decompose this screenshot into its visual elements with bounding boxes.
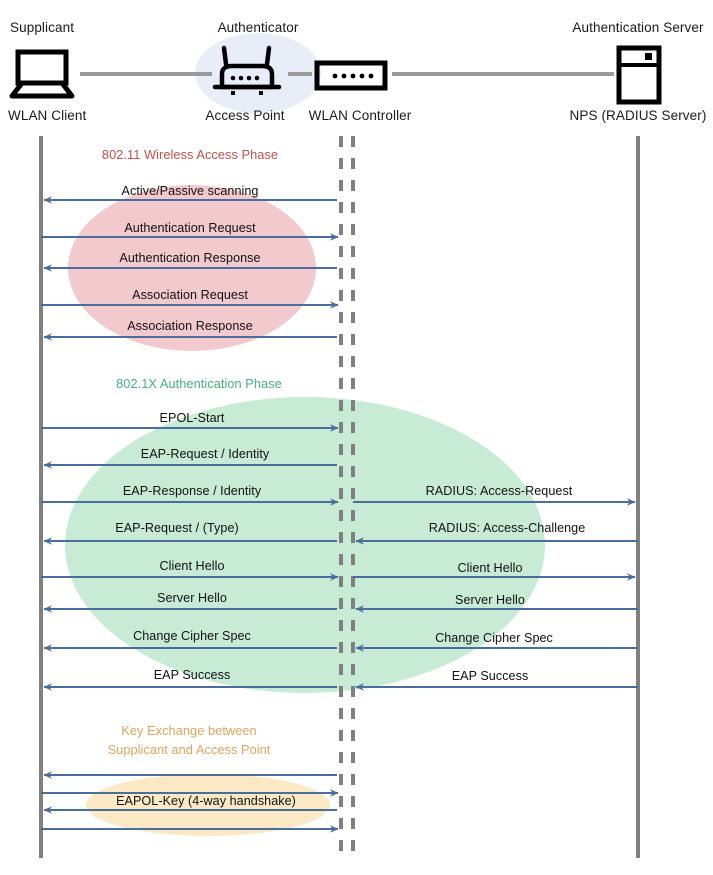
phase-key-exchange-ellipse: [86, 774, 330, 836]
message-arrows: [41, 196, 638, 833]
laptop-icon: [9, 49, 75, 99]
phase-label-key-exchange: Key Exchange between Supplicant and Acce…: [108, 722, 271, 759]
message-label-eapol-key: EAPOL-Key (4-way handshake): [116, 794, 296, 808]
message-label-server-hello-left: Server Hello: [157, 591, 227, 605]
phase-label-key-exchange-line1: Key Exchange between: [121, 723, 257, 738]
message-label-eap-response-identity: EAP-Response / Identity: [122, 484, 262, 498]
message-label-eap-request-identity: EAP-Request / Identity: [140, 447, 270, 461]
message-label-change-cipher-spec-right: Change Cipher Spec: [435, 631, 553, 645]
access-point-icon: [212, 45, 282, 95]
message-label-client-hello-right: Client Hello: [457, 561, 523, 575]
node-caption-wlan-client: WLAN Client: [8, 108, 87, 123]
role-label-authenticator: Authenticator: [217, 20, 299, 35]
message-label-client-hello-left: Client Hello: [159, 559, 225, 573]
message-label-radius-access-challenge: RADIUS: Access-Challenge: [428, 521, 586, 535]
server-icon: [616, 45, 662, 105]
message-label-association-request: Association Request: [132, 288, 248, 302]
message-label-eap-success-left: EAP Success: [153, 668, 231, 682]
phase-label-802-11: 802.11 Wireless Access Phase: [101, 147, 279, 162]
message-label-active-passive-scanning: Active/Passive scanning: [121, 184, 259, 198]
node-caption-access-point: Access Point: [205, 108, 285, 123]
message-label-change-cipher-spec-left: Change Cipher Spec: [133, 629, 251, 643]
phase-label-key-exchange-line2: Supplicant and Access Point: [107, 741, 271, 757]
message-label-eap-success-right: EAP Success: [451, 669, 529, 683]
message-label-eap-request-type: EAP-Request / (Type): [115, 521, 239, 535]
message-label-server-hello-right: Server Hello: [455, 593, 525, 607]
message-label-authentication-request: Authentication Request: [124, 221, 256, 235]
node-caption-nps-radius-server: NPS (RADIUS Server): [569, 108, 707, 123]
role-label-supplicant: Supplicant: [10, 20, 75, 35]
message-label-authentication-response: Authentication Response: [119, 251, 261, 265]
node-caption-wlan-controller: WLAN Controller: [308, 108, 412, 123]
message-label-epol-start: EPOL-Start: [159, 411, 225, 425]
role-label-authentication-server: Authentication Server: [572, 20, 704, 35]
message-label-radius-access-request: RADIUS: Access-Request: [425, 484, 573, 498]
message-label-association-response: Association Response: [127, 319, 253, 333]
phase-label-802-1x: 802.1X Authentication Phase: [116, 376, 282, 391]
wlan-controller-icon: [314, 60, 388, 91]
phase-802-1x-ellipse: [65, 397, 545, 693]
